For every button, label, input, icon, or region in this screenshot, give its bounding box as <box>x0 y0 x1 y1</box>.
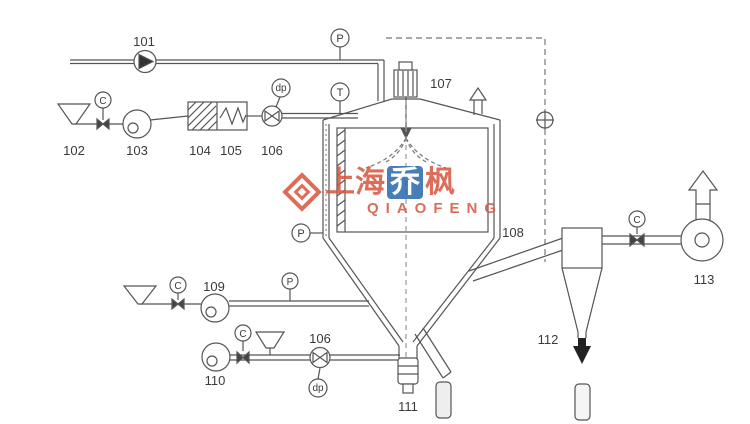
pressure-tag: P <box>336 33 343 45</box>
valve-102-icon <box>96 108 110 131</box>
discharge-assembly <box>397 327 452 419</box>
dp-tag: dp <box>312 383 324 394</box>
control-valve-106-bottom <box>309 346 331 380</box>
blower-109 <box>200 293 230 323</box>
control-tag: C <box>239 329 246 340</box>
label-101: 101 <box>133 34 155 49</box>
label-111: 111 <box>398 399 418 414</box>
temperature-indicator <box>330 82 350 113</box>
filter-heater-104-105 <box>187 101 248 131</box>
dp-tag: dp <box>275 83 287 94</box>
pressure-indicator-109 <box>281 272 299 301</box>
cyclone-112 <box>561 227 603 421</box>
up-arrow-icon <box>687 169 719 205</box>
dp-indicator-top <box>271 78 291 98</box>
control-valve-106-top <box>261 96 283 127</box>
exhaust-fan-113 <box>680 169 724 262</box>
pump-101 <box>133 49 157 74</box>
spray-dryer-body <box>322 98 501 360</box>
dryer-inner-chamber <box>336 127 489 233</box>
label-104: 104 <box>189 143 211 158</box>
label-105: 105 <box>220 143 242 158</box>
label-112: 112 <box>538 332 559 347</box>
dashed-boundary-line <box>386 37 546 262</box>
funnel-110 <box>254 331 286 349</box>
down-arrow-icon <box>573 338 591 364</box>
control-indicator-110 <box>234 324 252 342</box>
control-tag: C <box>633 215 640 226</box>
valve-113-icon <box>629 227 645 248</box>
pressure-indicator-top <box>330 28 350 60</box>
feed-hopper-102 <box>56 103 92 125</box>
blower-103 <box>122 109 152 139</box>
control-tag: C <box>174 281 181 292</box>
label-109: 109 <box>203 279 225 294</box>
hot-air-pipes <box>74 112 358 125</box>
label-108: 108 <box>502 225 524 240</box>
pressure-tag: P <box>287 277 294 288</box>
control-indicator-102 <box>94 91 112 109</box>
control-tag: C <box>99 96 106 107</box>
valve-110-icon <box>236 341 250 365</box>
dp-indicator-bottom <box>308 378 328 398</box>
feed-pipe-top <box>70 59 385 101</box>
pump-110 <box>201 342 231 372</box>
control-indicator-109 <box>169 276 187 294</box>
temperature-tag: T <box>337 87 344 99</box>
pressure-tag: P <box>297 228 304 240</box>
pressure-indicator-wall <box>291 223 323 243</box>
label-106: 106 <box>261 143 283 158</box>
feed-hopper-109 <box>122 285 158 305</box>
label-113: 113 <box>694 272 715 287</box>
label-103: 103 <box>126 143 148 158</box>
label-107: 107 <box>430 76 452 91</box>
label-102: 102 <box>63 143 85 158</box>
damper-icon <box>536 111 554 129</box>
label-110: 110 <box>205 373 226 388</box>
secondary-air-pipe <box>140 300 369 307</box>
cyclone-duct <box>468 237 564 282</box>
control-indicator-113 <box>628 210 646 228</box>
roof-vent-arrow-icon <box>468 86 488 115</box>
valve-109-icon <box>171 293 185 311</box>
dryer-top-motor <box>393 61 418 98</box>
label-106b: 106 <box>309 331 331 346</box>
